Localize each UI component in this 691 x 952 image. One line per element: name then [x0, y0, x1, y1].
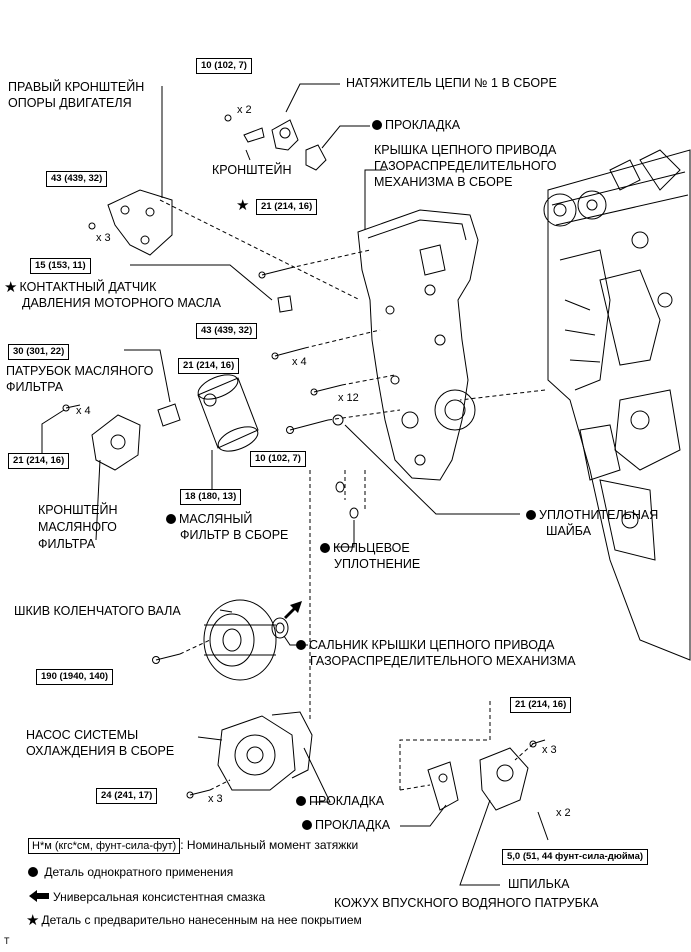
label-oil-switch-1: ★КОНТАКТНЫЙ ДАТЧИК	[4, 279, 157, 296]
qty-bracket4: x 4	[76, 405, 91, 417]
legend-precoated: ★Деталь с предварительно нанесенным на н…	[26, 912, 362, 929]
water-inlet-drawing	[427, 739, 549, 841]
leader-lines	[41, 83, 520, 886]
torque-box-inlet: 21 (214, 16)	[510, 697, 572, 713]
label-oil-filter-1: МАСЛЯНЫЙ	[166, 512, 252, 527]
arrow-left-icon	[29, 890, 49, 902]
engine-mount-drawing	[88, 189, 173, 256]
torque-box-star: 21 (214, 16)	[256, 199, 318, 215]
legend-units: Н*м (кгс*см, фунт-сила-фут): Номинальный…	[28, 838, 358, 854]
oil-filter-bracket-drawing	[91, 403, 181, 471]
torque-box-switch: 15 (153, 11)	[30, 258, 91, 274]
filled-dot-icon	[296, 640, 306, 650]
grease-arrow-icon	[284, 601, 302, 619]
torque-box-filter: 18 (180, 13)	[180, 489, 242, 505]
label-filter-bracket-2: МАСЛЯНОГО	[38, 520, 117, 534]
label-timing-cover-1: КРЫШКА ЦЕПНОГО ПРИВОДА	[374, 143, 557, 157]
torque-box-mount: 43 (439, 32)	[46, 171, 108, 187]
label-inlet-housing: КОЖУХ ВПУСКНОГО ВОДЯНОГО ПАТРУБКА	[334, 896, 599, 910]
qty-cover4: x 4	[292, 356, 307, 368]
star-icon: ★	[236, 197, 250, 214]
label-timing-cover-3: МЕХАНИЗМА В СБОРЕ	[374, 175, 513, 189]
crank-pulley-drawing	[152, 599, 289, 681]
label-timing-cover-2: ГАЗОРАСПРЕДЕЛИТЕЛЬНОГО	[374, 159, 557, 173]
label-gasket-top: ПРОКЛАДКА	[372, 118, 460, 133]
label-o-ring-2: УПЛОТНЕНИЕ	[334, 557, 421, 571]
torque-box-bracket: 21 (214, 16)	[8, 453, 70, 469]
label-gasket-pump: ПРОКЛАДКА	[296, 794, 384, 809]
label-bracket: КРОНШТЕЙН	[212, 163, 292, 177]
filled-dot-icon	[28, 867, 38, 877]
label-filter-bracket-3: ФИЛЬТРА	[38, 537, 96, 551]
qty-cover12: x 12	[338, 392, 359, 404]
torque-box-cover21: 21 (214, 16)	[178, 358, 240, 374]
label-engine-mount-2: ОПОРЫ ДВИГАТЕЛЯ	[8, 96, 132, 110]
filled-dot-icon	[166, 514, 176, 524]
qty-mount: x 3	[96, 232, 111, 244]
timing-cover-drawing	[357, 209, 479, 481]
torque-box-union: 30 (301, 22)	[8, 344, 70, 360]
filled-dot-icon	[320, 543, 330, 553]
label-engine-mount-1: ПРАВЫЙ КРОНШТЕЙН	[8, 80, 145, 94]
torque-box-stud: 5,0 (51, 44 фунт-сила-дюйма)	[502, 849, 649, 865]
filled-dot-icon	[296, 796, 306, 806]
label-o-ring-1: КОЛЬЦЕВОЕ	[320, 541, 410, 556]
label-oil-filter-2: ФИЛЬТР В СБОРЕ	[180, 528, 289, 542]
footer-code: T	[4, 936, 10, 946]
qty-top: x 2	[237, 104, 252, 116]
legend-grease: Универсальная консистентная смазка	[28, 890, 265, 905]
torque-box-pump: 24 (241, 17)	[96, 788, 158, 804]
filled-dot-icon	[302, 820, 312, 830]
water-pump-drawing	[186, 711, 313, 799]
star-icon: ★	[26, 912, 40, 929]
qty-inlet: x 3	[542, 744, 557, 756]
label-crank-pulley: ШКИВ КОЛЕНЧАТОГО ВАЛА	[14, 604, 181, 618]
filled-dot-icon	[372, 120, 382, 130]
label-oil-switch-2: ДАВЛЕНИЯ МОТОРНОГО МАСЛА	[22, 296, 221, 310]
label-seal-washer-1: УПЛОТНИТЕЛЬНАЯ	[526, 508, 658, 523]
label-tensioner: НАТЯЖИТЕЛЬ ЦЕПИ № 1 В СБОРЕ	[346, 76, 557, 90]
label-gasket-inlet: ПРОКЛАДКА	[302, 818, 390, 833]
label-oil-seal-1: САЛЬНИК КРЫШКИ ЦЕПНОГО ПРИВОДА	[296, 638, 554, 653]
filled-dot-icon	[526, 510, 536, 520]
label-seal-washer-2: ШАЙБА	[546, 524, 592, 538]
engine-block-drawing	[543, 149, 691, 661]
label-filter-bracket-1: КРОНШТЕЙН	[38, 503, 118, 517]
alignment-lines	[159, 199, 546, 791]
torque-box-top: 10 (102, 7)	[196, 58, 252, 74]
label-filter-union-1: ПАТРУБОК МАСЛЯНОГО	[6, 364, 154, 378]
star-icon: ★	[4, 279, 18, 296]
tensioner-drawing	[224, 114, 327, 171]
torque-star-group: ★	[236, 198, 251, 213]
legend-single-use: Деталь однократного применения	[28, 865, 233, 880]
qty-pump: x 3	[208, 793, 223, 805]
torque-box-cover10: 10 (102, 7)	[250, 451, 306, 467]
label-filter-union-2: ФИЛЬТРА	[6, 380, 64, 394]
label-water-pump-2: ОХЛАЖДЕНИЯ В СБОРЕ	[26, 744, 175, 758]
label-water-pump-1: НАСОС СИСТЕМЫ	[26, 728, 139, 742]
label-stud: ШПИЛЬКА	[508, 877, 570, 891]
torque-box-cover43: 43 (439, 32)	[196, 323, 258, 339]
torque-box-pulley: 190 (1940, 140)	[36, 669, 114, 685]
oil-filter-drawing	[197, 374, 259, 452]
qty-stud: x 2	[556, 807, 571, 819]
bolts-drawing	[62, 267, 359, 519]
label-oil-seal-2: ГАЗОРАСПРЕДЕЛИТЕЛЬНОГО МЕХАНИЗМА	[310, 654, 576, 668]
